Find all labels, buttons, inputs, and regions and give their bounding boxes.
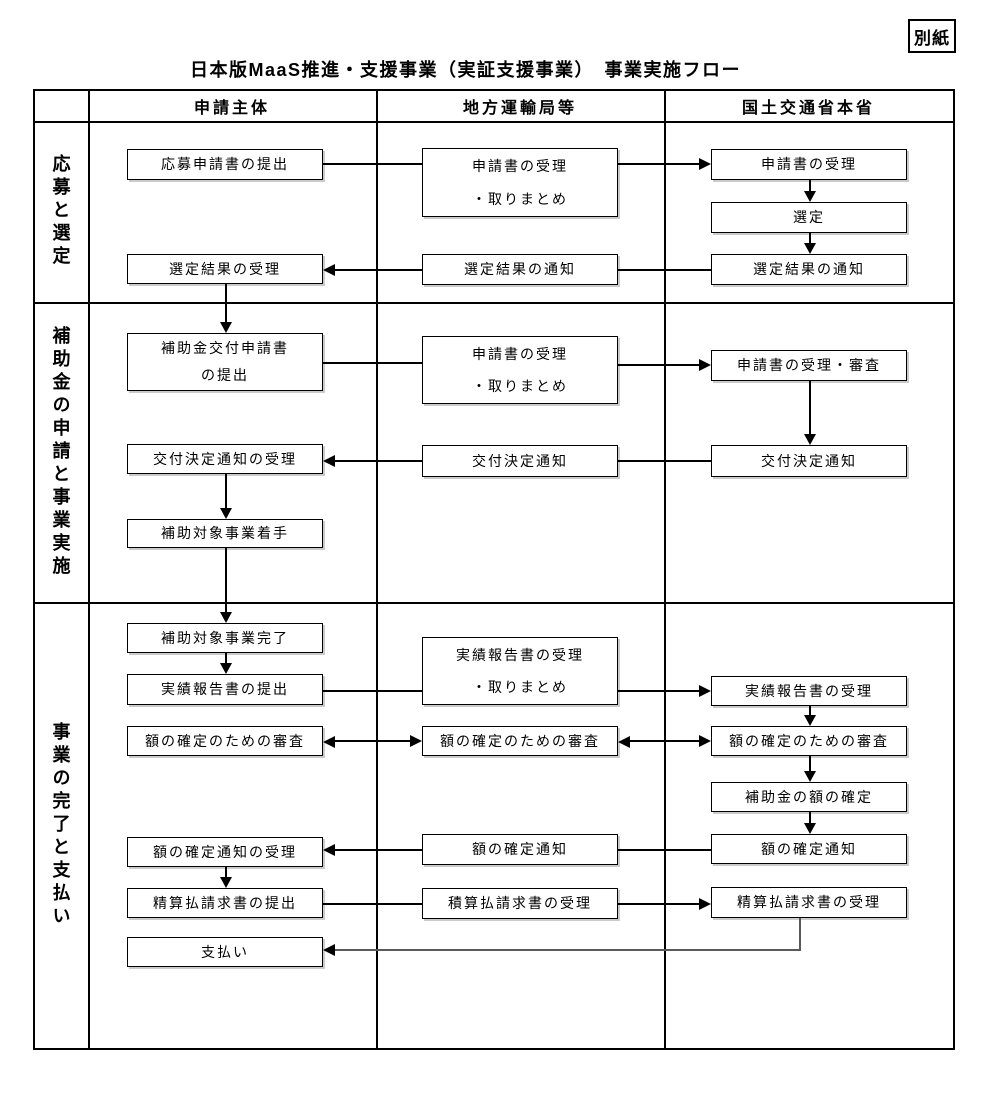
column-header-ministry-hq: 国土交通省本省	[741, 99, 875, 117]
arrowhead-right-4	[699, 898, 711, 910]
flow-box-amount-notice-hq: 額の確定通知	[711, 834, 907, 864]
arrowhead-down-4	[804, 434, 816, 445]
row-label-subsidy-application: 補助金の申請と事業実施	[50, 325, 71, 579]
arrow-notify-bureau-to-applicant	[335, 269, 422, 271]
arrowhead-down-7	[220, 663, 232, 674]
flow-box-receive-compile-1: 申請書の受理 ・取りまとめ	[422, 148, 618, 217]
arrowhead-left-2	[323, 455, 335, 467]
arrow-decision-bureau-to-applicant	[335, 460, 422, 462]
arrowhead-right-3	[699, 685, 711, 697]
arrow-bureau-to-hq-2	[618, 364, 700, 366]
flow-box-payment: 支払い	[127, 937, 323, 967]
arrow-decision-to-start	[225, 474, 227, 509]
double-arrow-audit-applicant-bureau	[335, 740, 411, 742]
line-payment-request-to-bureau	[323, 903, 422, 905]
flow-box-receive-report-hq: 実績報告書の受理	[711, 676, 907, 706]
flow-box-receive-compile-report: 実績報告書の受理 ・取りまとめ	[422, 637, 618, 705]
flow-box-notify-selection-bureau: 選定結果の通知	[422, 254, 618, 285]
flow-box-submit-application: 応募申請書の提出	[127, 149, 323, 180]
page-title: 日本版MaaS推進・支援事業（実証支援事業） 事業実施フロー	[190, 60, 742, 80]
flow-box-receive-grant-decision: 交付決定通知の受理	[127, 444, 323, 474]
column-header-applicant: 申請主体	[193, 99, 270, 117]
arrowhead-down-3	[220, 322, 232, 333]
arrowhead-left-3	[323, 844, 335, 856]
flow-box-receive-payment-request-bureau: 積算払請求書の受理	[422, 888, 618, 919]
arrow-amount-notice-to-applicant	[335, 849, 422, 851]
table-border-top	[33, 89, 955, 91]
flow-box-receive-application-hq: 申請書の受理	[711, 149, 907, 180]
arrowhead-down-8	[804, 715, 816, 726]
arrow-payment-request-bureau-to-hq	[618, 903, 700, 905]
line-notify-hq-to-bureau	[618, 269, 711, 271]
row-label-completion-payment: 事業の完了と支払い	[50, 721, 71, 929]
arrowhead-right-1	[699, 158, 711, 170]
line-submit-to-bureau	[323, 163, 422, 165]
flow-box-receive-amount-notice: 額の確定通知の受理	[127, 837, 323, 867]
flow-box-audit-bureau: 額の確定のための審査	[422, 726, 618, 756]
flow-box-amount-notice-bureau: 額の確定通知	[422, 834, 618, 865]
flow-box-notify-selection-hq: 選定結果の通知	[711, 254, 907, 285]
table-row-divider-1	[33, 302, 955, 304]
table-border-right	[953, 89, 955, 1050]
line-decision-hq-to-bureau	[618, 460, 711, 462]
double-arrow-audit-bureau-hq	[630, 740, 700, 742]
flow-box-complete-project: 補助対象事業完了	[127, 623, 323, 653]
flow-box-grant-decision-hq: 交付決定通知	[711, 445, 907, 477]
flow-box-submit-report: 実績報告書の提出	[127, 674, 323, 705]
table-border-left	[33, 89, 35, 1050]
table-divider-col2-col3	[664, 89, 666, 1050]
connector-payment-horizontal	[335, 949, 800, 951]
arrowhead-left-audit-2	[618, 736, 630, 748]
table-border-bottom	[33, 1048, 955, 1050]
arrow-complete-to-report	[225, 653, 227, 664]
connector-payment-vertical	[799, 918, 801, 951]
arrowhead-down-9	[804, 771, 816, 782]
flow-box-receive-review-hq: 申請書の受理・審査	[711, 350, 907, 381]
table-divider-col1-col2	[376, 89, 378, 1050]
attachment-label: 別紙	[908, 19, 956, 53]
table-header-divider	[33, 121, 955, 123]
arrow-receive-to-selection	[809, 180, 811, 193]
arrowhead-left-audit-1	[323, 736, 335, 748]
arrowhead-down-11	[220, 877, 232, 888]
flow-box-start-project: 補助対象事業着手	[127, 519, 323, 548]
arrow-bureau-to-hq-1	[618, 163, 700, 165]
arrowhead-right-audit-1	[410, 735, 422, 747]
arrow-amount-to-notice	[809, 812, 811, 824]
row-label-application-selection: 応募と選定	[50, 154, 71, 269]
line-grant-app-to-bureau	[323, 362, 422, 364]
arrowhead-down-6	[220, 612, 232, 623]
arrow-selection-to-notify	[809, 233, 811, 244]
line-report-to-bureau	[323, 690, 422, 692]
line-amount-notice-hq-to-bureau	[618, 849, 711, 851]
arrow-review-to-decision	[809, 381, 811, 435]
arrowhead-down-2	[804, 243, 816, 254]
flow-box-determine-amount: 補助金の額の確定	[711, 782, 907, 812]
arrow-audit-to-amount	[809, 756, 811, 772]
arrowhead-down-1	[804, 191, 816, 202]
table-divider-labels	[88, 89, 90, 1050]
arrowhead-left-1	[323, 264, 335, 276]
arrow-report-to-audit	[809, 706, 811, 716]
flow-box-grant-decision-bureau: 交付決定通知	[422, 445, 618, 477]
arrow-start-to-complete	[225, 548, 227, 613]
flow-box-receive-selection: 選定結果の受理	[127, 254, 323, 284]
flow-box-audit-applicant: 額の確定のための審査	[127, 726, 323, 756]
flow-box-submit-payment-request: 精算払請求書の提出	[127, 888, 323, 918]
column-header-regional-bureau: 地方運輸局等	[462, 99, 577, 117]
arrowhead-left-payment	[323, 944, 335, 956]
flow-box-receive-compile-2: 申請書の受理 ・取りまとめ	[422, 336, 618, 404]
flow-box-submit-grant-application: 補助金交付申請書 の提出	[127, 333, 323, 391]
arrowhead-right-2	[699, 359, 711, 371]
arrow-notice-to-payment-request	[225, 867, 227, 878]
arrowhead-down-5	[220, 508, 232, 519]
table-row-divider-2	[33, 602, 955, 604]
flow-box-audit-hq: 額の確定のための審査	[711, 726, 907, 756]
arrow-report-bureau-to-hq	[618, 690, 700, 692]
arrowhead-down-10	[804, 823, 816, 834]
flow-box-selection: 選定	[711, 202, 907, 233]
arrowhead-right-audit-2	[699, 735, 711, 747]
arrow-selection-to-grant-app	[225, 284, 227, 323]
flow-box-receive-payment-request-hq: 精算払請求書の受理	[711, 887, 907, 918]
